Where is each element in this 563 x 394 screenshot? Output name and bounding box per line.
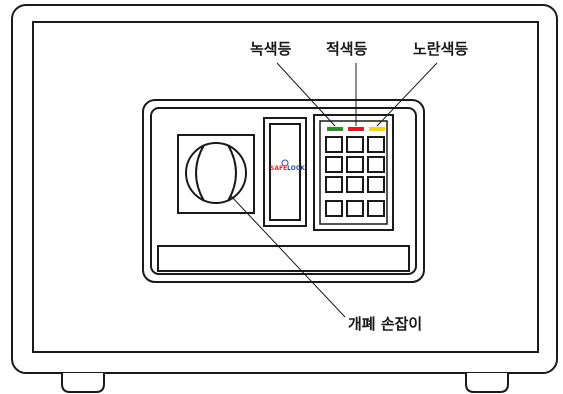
handle-label: 개폐 손잡이 <box>348 315 423 333</box>
safe-foot-right <box>465 373 509 393</box>
keypad-button[interactable] <box>367 136 385 153</box>
yellow-led-label: 노란색등 <box>413 40 469 58</box>
red-led-label: 적색등 <box>326 40 368 58</box>
red-led <box>348 127 364 131</box>
keypad-button[interactable] <box>367 156 385 173</box>
brand-logo-mark <box>281 159 289 167</box>
brand-plate-inner <box>269 123 301 221</box>
handle-knob-seam-right <box>227 144 237 202</box>
handle-knob[interactable] <box>185 142 247 204</box>
keypad-button[interactable] <box>367 176 385 193</box>
yellow-led <box>369 127 385 131</box>
brand-logo: SAFELOCK <box>270 165 305 172</box>
handle-knob-seam-left <box>195 144 205 202</box>
brand-logo-text-1: SAFE <box>270 165 288 172</box>
brand-logo-text-2: LOCK <box>287 165 305 172</box>
keypad-button[interactable] <box>346 136 364 153</box>
leader-line-green <box>276 62 336 127</box>
door-bottom-slot <box>157 245 410 272</box>
green-led-label: 녹색등 <box>250 40 292 58</box>
keypad-button[interactable] <box>325 156 343 173</box>
keypad-button[interactable] <box>325 176 343 193</box>
keypad-buttons <box>325 136 385 217</box>
keypad-button[interactable] <box>325 136 343 153</box>
keypad-button[interactable] <box>367 200 385 217</box>
keypad-button[interactable] <box>346 200 364 217</box>
green-led <box>327 127 343 131</box>
keypad-button[interactable] <box>325 200 343 217</box>
leader-line-handle <box>230 195 346 318</box>
safe-foot-left <box>61 373 105 393</box>
keypad-button[interactable] <box>346 156 364 173</box>
leader-line-yellow <box>376 62 438 127</box>
keypad-button[interactable] <box>346 176 364 193</box>
